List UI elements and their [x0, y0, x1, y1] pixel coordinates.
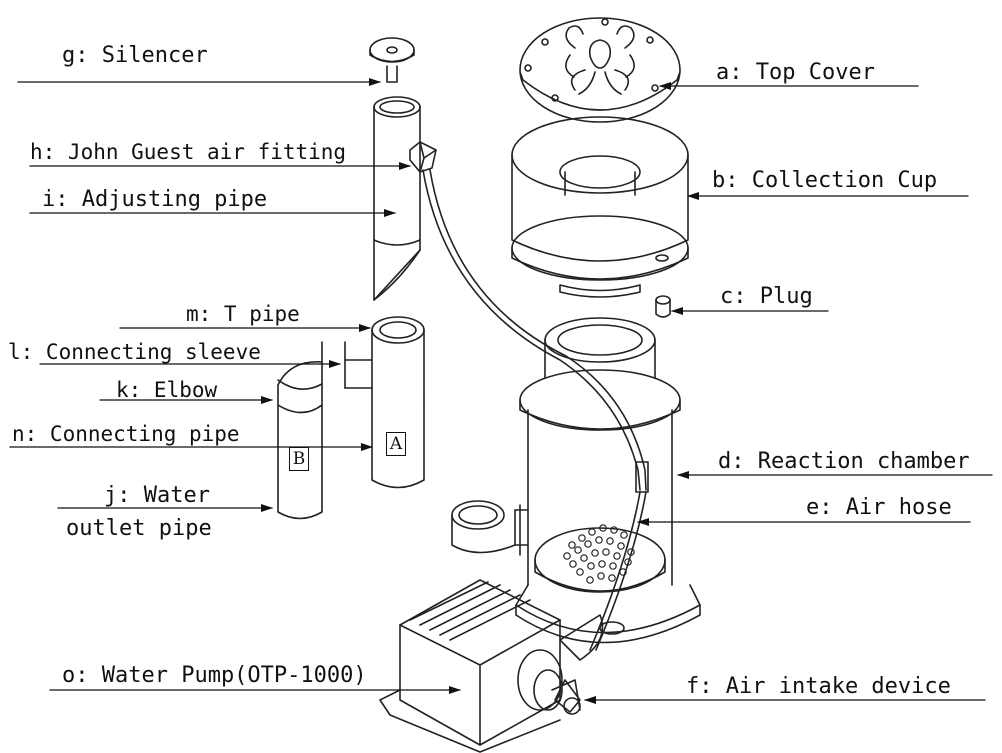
label-water-outlet-pipe-line2: outlet pipe [66, 516, 212, 541]
label-collection-cup: b: Collection Cup [712, 168, 938, 193]
marker-a: A [386, 432, 406, 456]
label-silencer: g: Silencer [62, 43, 208, 68]
label-t-pipe: m: T pipe [186, 302, 300, 326]
label-connecting-sleeve: l: Connecting sleeve [8, 340, 261, 364]
reaction-chamber-part [451, 317, 701, 644]
label-air-intake-device: f: Air intake device [686, 674, 951, 699]
collection-cup-part [511, 116, 689, 298]
plug-part [655, 295, 671, 318]
label-plug: c: Plug [720, 284, 813, 309]
label-john-guest-fitting: h: John Guest air fitting [30, 140, 347, 164]
silencer-part [369, 37, 415, 83]
label-top-cover: a: Top Cover [716, 60, 875, 85]
label-reaction-chamber: d: Reaction chamber [718, 449, 970, 474]
air-intake-part [554, 679, 581, 715]
water-pump-part [379, 579, 604, 753]
elbow-and-outlet-part [277, 361, 323, 520]
label-adjusting-pipe: i: Adjusting pipe [42, 187, 268, 212]
adjusting-pipe-part [373, 96, 421, 301]
label-connecting-pipe: n: Connecting pipe [12, 422, 240, 446]
label-water-pump: o: Water Pump(OTP-1000) [62, 663, 367, 688]
label-water-outlet-pipe-line1: j: Water [104, 483, 210, 508]
john-guest-fitting-part [409, 141, 437, 173]
t-pipe-part [321, 316, 425, 489]
air-hose-part [422, 169, 649, 651]
label-air-hose: e: Air hose [806, 495, 952, 520]
marker-b: B [289, 447, 309, 471]
top-cover-part [519, 17, 681, 123]
label-elbow: k: Elbow [116, 378, 218, 402]
